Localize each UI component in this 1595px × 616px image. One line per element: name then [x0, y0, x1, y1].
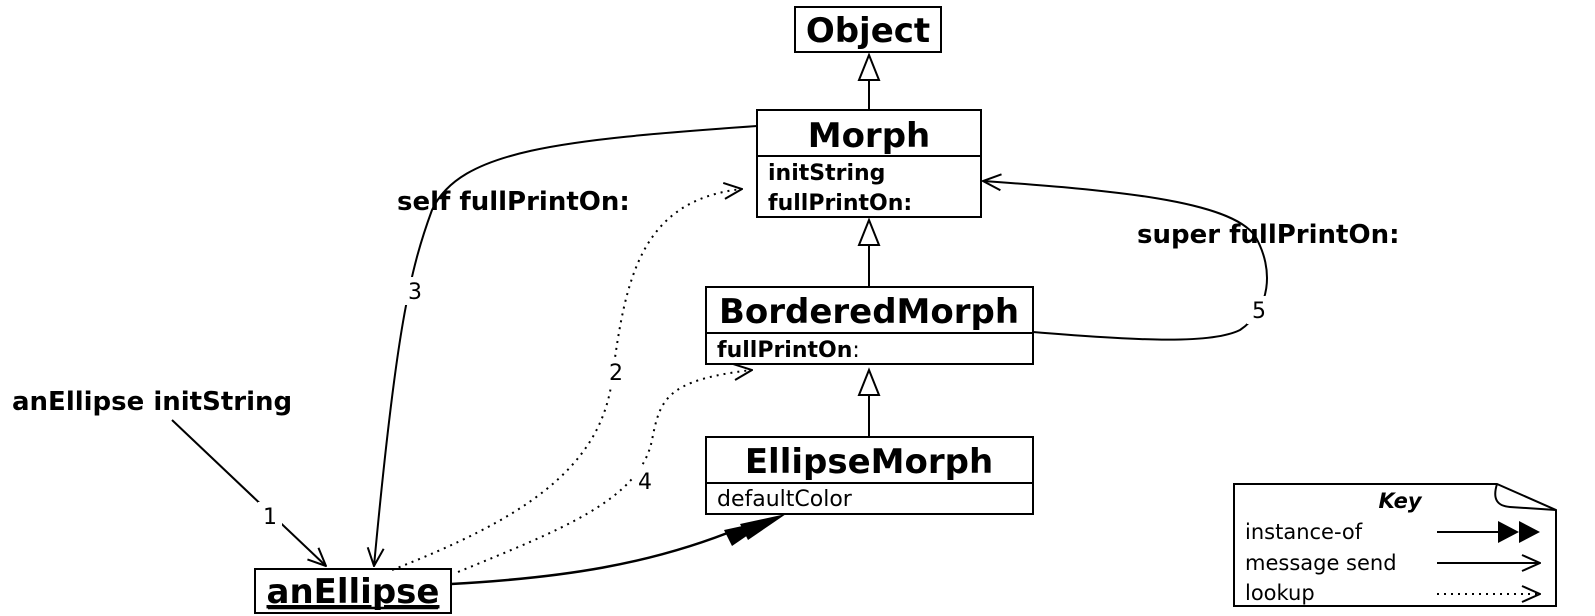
inheritance-morph-object: [857, 52, 881, 110]
ellipse-morph-method-default-color: defaultColor: [717, 487, 853, 512]
instance-an-ellipse-name: anEllipse: [267, 572, 440, 612]
class-bordered-morph[interactable]: BorderedMorph fullPrintOn:: [705, 286, 1034, 365]
class-ellipse-morph[interactable]: EllipseMorph defaultColor: [705, 436, 1034, 515]
class-morph[interactable]: Morph initString fullPrintOn:: [756, 109, 982, 218]
legend-lookup-label: lookup: [1245, 581, 1315, 605]
svg-text:3: 3: [408, 280, 422, 305]
message-arrow-5: [983, 181, 1268, 341]
inheritance-bordered-morph-morph: [857, 217, 881, 287]
class-ellipse-morph-name: EllipseMorph: [745, 442, 993, 482]
class-morph-name: Morph: [808, 116, 931, 156]
legend-instance-of-label: instance-of: [1245, 520, 1363, 544]
instance-of-arrow: [450, 514, 786, 586]
step-2: 2: [604, 358, 628, 386]
bordered-morph-method-colon: :: [852, 338, 859, 363]
label-init-string: anEllipse initString: [12, 387, 292, 417]
morph-method-init-string: initString: [768, 161, 885, 186]
message-arrow-3: [374, 125, 758, 566]
instance-an-ellipse[interactable]: anEllipse: [254, 568, 452, 614]
step-5: 5: [1247, 296, 1271, 324]
legend-message-send-label: message send: [1245, 551, 1397, 575]
inheritance-ellipse-morph-bordered-morph: [857, 367, 881, 437]
svg-text:4: 4: [638, 470, 652, 495]
lookup-arrow-4: [457, 370, 752, 573]
legend-instance-of-arrow: [1437, 521, 1540, 543]
class-object[interactable]: Object: [794, 6, 942, 53]
step-1: 1: [258, 502, 282, 530]
lookup-arrow-2: [391, 189, 742, 571]
label-self-full-print-on: self fullPrintOn:: [397, 187, 630, 217]
message-arrow-1: [171, 419, 326, 566]
label-super-full-print-on: super fullPrintOn:: [1137, 220, 1400, 250]
bordered-morph-method-name: fullPrintOn: [717, 338, 852, 363]
legend: Key instance-of message send lookup: [1233, 483, 1557, 607]
svg-text:1: 1: [263, 505, 277, 530]
class-bordered-morph-name: BorderedMorph: [719, 292, 1019, 332]
step-4: 4: [633, 467, 657, 495]
svg-text:2: 2: [609, 361, 623, 386]
step-3: 3: [403, 277, 427, 305]
svg-text:5: 5: [1252, 299, 1266, 324]
class-object-name: Object: [806, 11, 930, 51]
bordered-morph-method: fullPrintOn:: [717, 338, 860, 363]
morph-method-full-print-on: fullPrintOn:: [768, 191, 912, 216]
legend-title: Key: [1378, 489, 1422, 513]
